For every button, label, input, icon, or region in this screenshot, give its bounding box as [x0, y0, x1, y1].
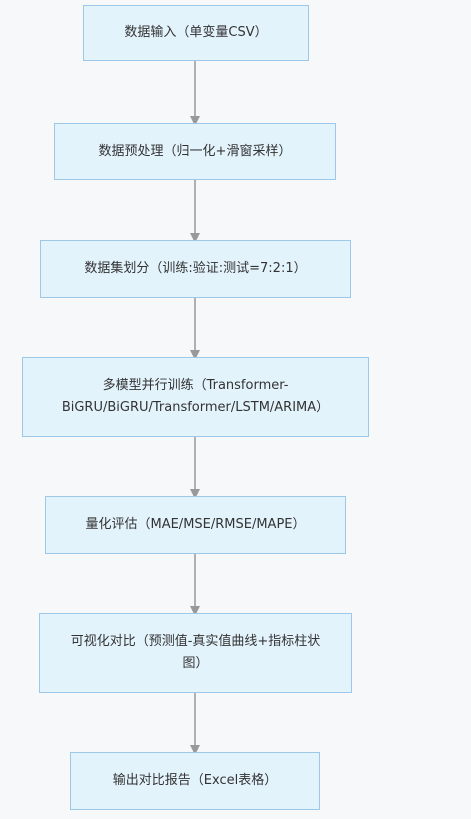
node-data-input-label: 数据输入（单变量CSV）: [124, 25, 268, 40]
node-model-training: 多模型并行训练（Transformer-BiGRU/BiGRU/Transfor…: [22, 357, 369, 437]
node-model-training-label: 多模型并行训练（Transformer-BiGRU/BiGRU/Transfor…: [61, 378, 330, 415]
node-data-preprocess: 数据预处理（归一化+滑窗采样）: [54, 123, 336, 180]
node-dataset-split-label: 数据集划分（训练:验证:测试=7:2:1）: [84, 261, 307, 276]
node-report-output-label: 输出对比报告（Excel表格）: [112, 773, 278, 788]
node-visualization-label: 可视化对比（预测值-真实值曲线+指标柱状图）: [70, 634, 321, 671]
node-dataset-split: 数据集划分（训练:验证:测试=7:2:1）: [40, 240, 351, 298]
node-data-input: 数据输入（单变量CSV）: [83, 5, 309, 61]
node-evaluation-label: 量化评估（MAE/MSE/RMSE/MAPE）: [85, 517, 306, 532]
node-report-output: 输出对比报告（Excel表格）: [70, 752, 320, 810]
node-evaluation: 量化评估（MAE/MSE/RMSE/MAPE）: [45, 496, 346, 554]
node-data-preprocess-label: 数据预处理（归一化+滑窗采样）: [98, 143, 292, 159]
node-visualization: 可视化对比（预测值-真实值曲线+指标柱状图）: [39, 613, 352, 693]
